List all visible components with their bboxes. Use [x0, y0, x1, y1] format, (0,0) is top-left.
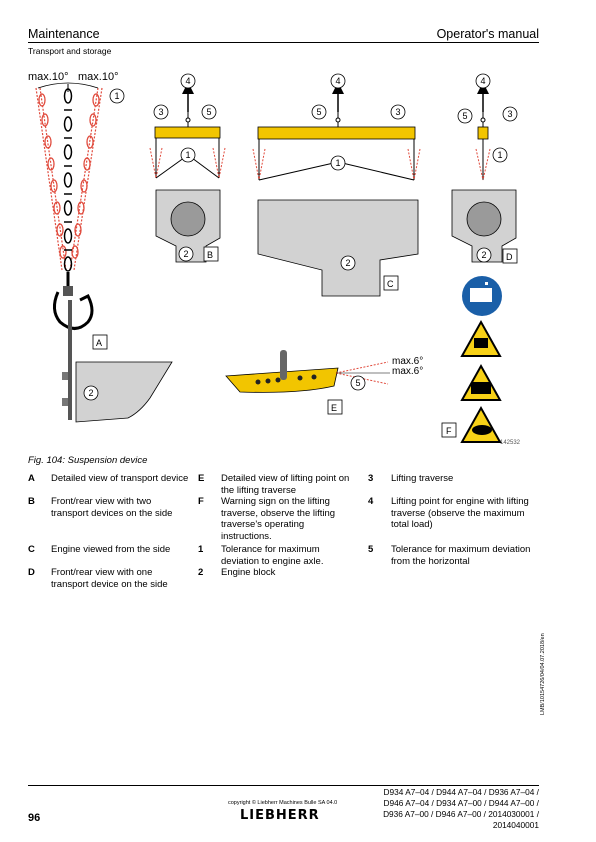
brand-logo: LIEBHERR — [240, 808, 320, 823]
view-c-engine-side — [252, 82, 421, 297]
view-d-engine-front-single — [451, 82, 517, 263]
model-line: 2014040001 — [492, 820, 539, 830]
page-number: 96 — [28, 812, 41, 824]
model-line: D934 A7–04 / D944 A7–04 / D936 A7–04 / — [383, 787, 539, 797]
legend-key-e: E — [198, 473, 205, 484]
legend-text-b: Front/rear view with two transport devic… — [51, 496, 173, 519]
figure-caption: Fig. 104: Suspension device — [28, 455, 148, 466]
angle-label-traverse-upper: max.6° — [392, 356, 423, 367]
footer-rule — [28, 785, 539, 786]
legend-key-a: A — [28, 473, 35, 484]
view-a-chain — [35, 82, 173, 423]
legend-text-c: Engine viewed from the side — [51, 544, 171, 555]
legend-text-a: Detailed view of transport device — [51, 473, 189, 484]
callout-5-c: 5 — [316, 107, 321, 117]
manual-title: Operator's manual — [436, 27, 539, 41]
legend-key-d: D — [28, 567, 35, 578]
model-line: D936 A7–00 / D946 A7–00 / 2014030001 / — [383, 809, 539, 819]
view-f-warning-signs — [460, 276, 502, 443]
callout-5-e: 5 — [355, 378, 360, 388]
view-label-b: B — [207, 250, 213, 260]
callout-2-c: 2 — [345, 258, 350, 268]
view-label-f: F — [446, 426, 452, 436]
callout-1-c: 1 — [335, 158, 340, 168]
legend-text-2: Engine block — [221, 567, 276, 578]
legend-key-f: F — [198, 496, 204, 507]
copyright: copyright © Liebherr Machines Bulle SA 0… — [228, 800, 338, 806]
legend-key-2: 2 — [198, 567, 204, 578]
callout-4-b: 4 — [185, 76, 190, 86]
callout-1-d: 1 — [497, 150, 502, 160]
legend-key-b: B — [28, 496, 35, 507]
section-title: Maintenance — [28, 27, 100, 41]
callout-4-d: 4 — [480, 76, 485, 86]
suspension-device-figure: max.10° max.10° — [28, 71, 521, 446]
callout-2-b: 2 — [183, 249, 188, 259]
legend-text-5: Tolerance for maximum deviation from the… — [391, 544, 531, 567]
callout-5-b: 5 — [206, 107, 211, 117]
callout-1-a: 1 — [114, 91, 119, 101]
callout-3-c: 3 — [395, 107, 400, 117]
view-label-d: D — [506, 252, 513, 262]
document-code: LMB/10154726/04/04.07.2018/en — [540, 633, 546, 715]
angle-label-right: max.10° — [78, 71, 118, 83]
hand-crush-warning-icon — [460, 405, 502, 443]
legend-text-4: Lifting point for engine with lifting tr… — [391, 496, 529, 530]
callout-2-a: 2 — [88, 388, 93, 398]
legend-key-1: 1 — [198, 544, 204, 555]
callout-5-d: 5 — [462, 111, 467, 121]
subsection-title: Transport and storage — [28, 46, 112, 56]
view-e-lifting-point — [225, 350, 390, 393]
legend-text-1: Tolerance for maximum deviation to engin… — [221, 544, 324, 567]
callout-1-b: 1 — [185, 150, 190, 160]
model-line: D946 A7–04 / D934 A7–00 / D944 A7–00 / — [383, 798, 539, 808]
callout-3-d: 3 — [507, 109, 512, 119]
legend-text-3: Lifting traverse — [391, 473, 454, 484]
legend-key-3: 3 — [368, 473, 374, 484]
legend-text-d: Front/rear view with one transport devic… — [51, 567, 168, 590]
callout-4-c: 4 — [335, 76, 340, 86]
angle-label-traverse-lower: max.6° — [392, 366, 423, 377]
image-number: 142532 — [500, 440, 521, 446]
angle-label-left: max.10° — [28, 71, 68, 83]
view-b-engine-front — [149, 82, 226, 263]
view-label-c: C — [387, 279, 394, 289]
view-label-e: E — [331, 403, 337, 413]
legend-text-e: Detailed view of lifting point on the li… — [221, 473, 350, 496]
legend-key-4: 4 — [368, 496, 374, 507]
callout-2-d: 2 — [481, 250, 486, 260]
callout-3-b: 3 — [158, 107, 163, 117]
header-rule — [28, 42, 539, 43]
model-list: D934 A7–04 / D944 A7–04 / D936 A7–04 / D… — [349, 787, 539, 831]
legend-key-5: 5 — [368, 544, 374, 555]
legend-key-c: C — [28, 544, 35, 555]
legend-text-f: Warning sign on the lifting traverse, ob… — [221, 496, 336, 542]
view-label-a: A — [96, 338, 102, 348]
